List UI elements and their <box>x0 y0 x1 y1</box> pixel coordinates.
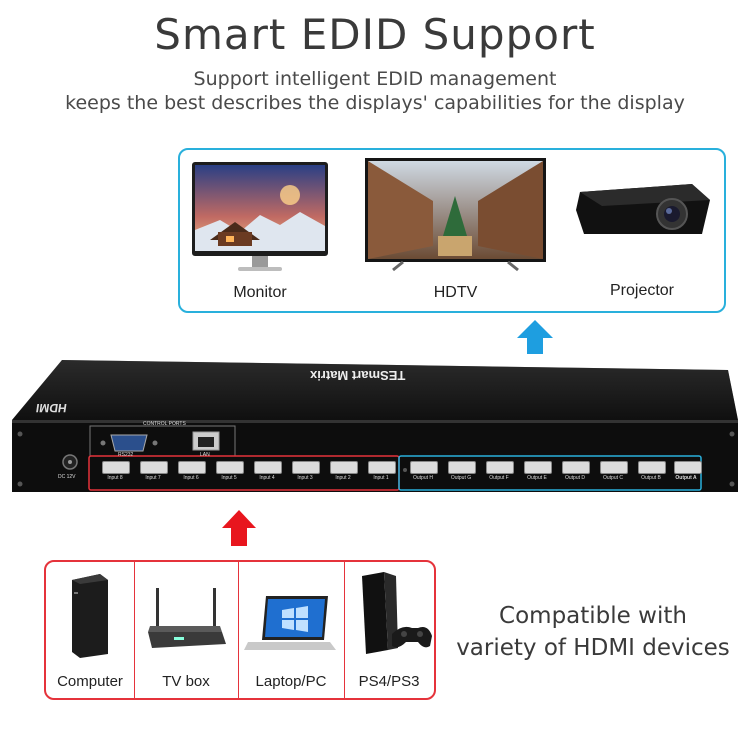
hdmi-port-output-h[interactable] <box>410 461 438 474</box>
arrow-up-blue-icon <box>517 320 553 354</box>
hdmi-port-input-6[interactable] <box>178 461 206 474</box>
hdmi-port-output-a[interactable] <box>674 461 702 474</box>
source-laptop: Laptop/PC <box>238 562 345 698</box>
laptop-icon <box>244 596 336 650</box>
dc-12v-label: DC 12V <box>58 474 76 480</box>
source-ps4: PS4/PS3 <box>344 562 434 698</box>
output-label: Output B <box>641 475 661 481</box>
hdmi-port-output-b[interactable] <box>638 461 666 474</box>
input-label: Input 5 <box>221 475 237 481</box>
input-label: Input 3 <box>297 475 313 481</box>
display-label-monitor: Monitor <box>233 284 287 301</box>
hdmi-port-input-1[interactable] <box>368 461 396 474</box>
hdtv-item: HDTV <box>363 156 548 301</box>
output-ports: Output H Output G Output F Output E Outp… <box>402 459 702 489</box>
displays-panel: Monitor HDTV Project <box>178 148 726 313</box>
device-body <box>12 360 738 492</box>
rs232-label: RS232 <box>118 452 134 458</box>
input-label: Input 8 <box>107 475 123 481</box>
hdtv-image <box>365 158 546 272</box>
output-label: Output C <box>602 475 623 481</box>
hdmi-port-input-5[interactable] <box>216 461 244 474</box>
subtitle-line-1: Support intelligent EDID management <box>193 68 557 90</box>
hdmi-port-input-2[interactable] <box>330 461 358 474</box>
input-label: Input 4 <box>259 475 275 481</box>
display-label-hdtv: HDTV <box>433 284 478 301</box>
output-label: Output A <box>675 475 697 481</box>
hdmi-port-output-d[interactable] <box>562 461 590 474</box>
projector-image <box>576 184 710 234</box>
input-label: Input 6 <box>183 475 199 481</box>
output-label: Output D <box>564 475 585 481</box>
compat-line-2: variety of HDMI devices <box>456 635 730 661</box>
hdmi-matrix-device: HDMI TESmart Matrix CONTROL PORTS RS232 … <box>10 360 745 500</box>
compat-line-1: Compatible with <box>499 603 687 629</box>
product-logo: TESmart Matrix <box>310 368 406 383</box>
source-computer: Computer <box>46 562 135 698</box>
source-label-ps4: PS4/PS3 <box>358 673 420 690</box>
source-tv-box: TV box <box>134 562 239 698</box>
hdmi-port-input-7[interactable] <box>140 461 168 474</box>
output-label: Output F <box>489 475 509 481</box>
output-label: Output E <box>527 475 547 481</box>
hdmi-port-output-g[interactable] <box>448 461 476 474</box>
output-label: Output G <box>450 475 472 481</box>
source-label-laptop: Laptop/PC <box>255 673 327 690</box>
monitor-item: Monitor <box>190 160 330 301</box>
output-label: Output H <box>412 475 433 481</box>
input-ports: Input 8 Input 7 Input 6 Input 5 Input 4 … <box>92 459 397 489</box>
hdmi-port-output-e[interactable] <box>524 461 552 474</box>
display-label-projector: Projector <box>609 282 675 299</box>
hdmi-port-output-f[interactable] <box>486 461 514 474</box>
tv-box-icon <box>148 588 226 648</box>
hdmi-port-output-c[interactable] <box>600 461 628 474</box>
control-ports-label: CONTROL PORTS <box>143 421 186 427</box>
subtitle-line-2: keeps the best describes the displays' c… <box>65 92 685 114</box>
game-console-icon <box>362 572 432 654</box>
arrow-up-red-icon <box>222 510 256 546</box>
input-label: Input 7 <box>145 475 161 481</box>
hdmi-port-input-3[interactable] <box>292 461 320 474</box>
lan-label: LAN <box>200 452 210 458</box>
page-title: Smart EDID Support <box>154 10 596 59</box>
compatibility-text: Compatible with variety of HDMI devices <box>448 600 738 664</box>
hdmi-port-input-8[interactable] <box>102 461 130 474</box>
hdmi-port-input-4[interactable] <box>254 461 282 474</box>
source-label-tv-box: TV box <box>162 673 210 690</box>
input-label: Input 2 <box>335 475 351 481</box>
monitor-image <box>192 162 328 271</box>
projector-item: Projector <box>572 172 712 299</box>
source-label-computer: Computer <box>57 673 123 690</box>
hdmi-logo: HDMI <box>35 401 68 415</box>
computer-tower-icon <box>72 574 108 658</box>
input-label: Input 1 <box>373 475 389 481</box>
sources-panel: Computer TV box Laptop/PC <box>44 560 436 700</box>
